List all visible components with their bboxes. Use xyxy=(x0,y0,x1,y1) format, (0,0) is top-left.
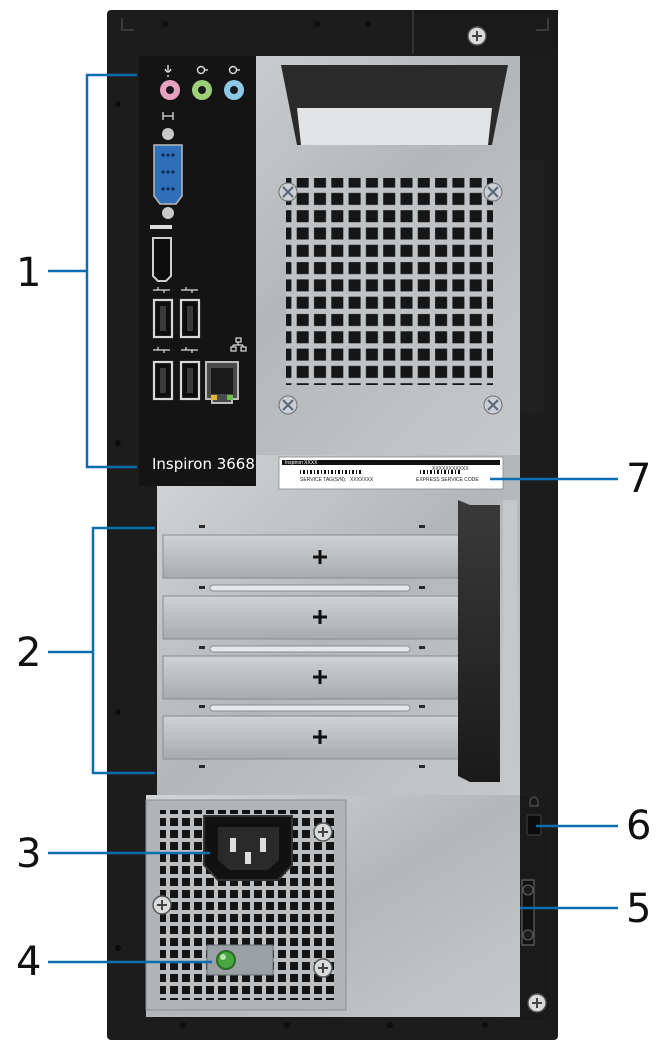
service-tag-value: XXXXXXX xyxy=(350,477,373,483)
psu-screw-icon xyxy=(153,896,171,914)
callout-6: 6 xyxy=(626,806,651,846)
vga-thumbscrew xyxy=(162,128,174,140)
callout-4: 4 xyxy=(16,942,41,982)
expansion-slot-cover xyxy=(163,596,463,639)
callout-1: 1 xyxy=(16,253,41,293)
service-tag-caption: SERVICE TAG(S/N): xyxy=(300,477,346,483)
express-code-caption: EXPRESS SERVICE CODE xyxy=(416,477,479,483)
expansion-slot-cover xyxy=(163,656,463,699)
fan-screw-icon xyxy=(279,183,297,201)
model-name-label: Inspiron 3668 xyxy=(152,451,262,477)
fan-screw-icon xyxy=(484,396,502,414)
service-label-model: Inspiron XXXX xyxy=(285,460,318,466)
callout-5: 5 xyxy=(626,889,651,929)
hdmi-icon xyxy=(150,225,172,229)
callout-3: 3 xyxy=(16,834,41,874)
expansion-slot-cover xyxy=(163,716,463,759)
hdmi-port[interactable] xyxy=(153,238,171,281)
callout-2: 2 xyxy=(16,633,41,673)
side-rail xyxy=(520,160,544,415)
fan-screw-icon xyxy=(279,396,297,414)
fan-screw-icon xyxy=(484,183,502,201)
psu-screw-icon xyxy=(314,823,332,841)
chassis-screw-icon xyxy=(528,994,546,1012)
callout-7: 7 xyxy=(626,459,651,499)
express-code-value: XXXXXXXXXXX xyxy=(432,466,469,472)
psu-screw-icon xyxy=(314,959,332,977)
thumbscrew-icon xyxy=(468,27,486,45)
psu-diagnostic-light[interactable] xyxy=(217,951,235,969)
expansion-slot-cover xyxy=(163,535,463,578)
slot-latch[interactable] xyxy=(458,500,500,782)
fan-grille xyxy=(286,178,493,385)
